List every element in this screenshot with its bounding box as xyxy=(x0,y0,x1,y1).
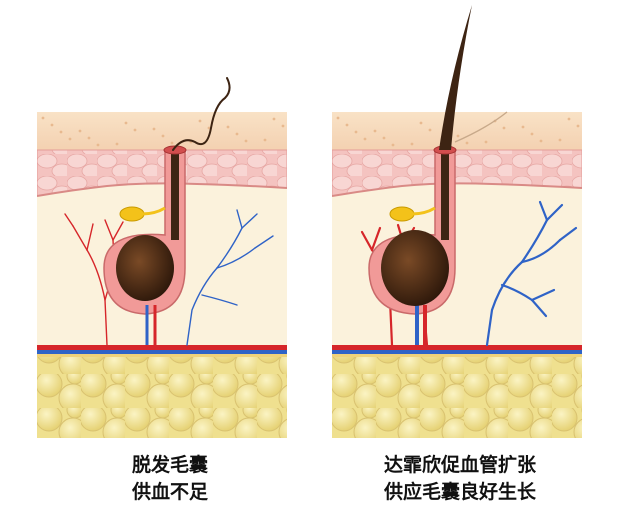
left-epidermis-dot xyxy=(272,117,276,121)
left-caption: 脱发毛囊 供血不足 xyxy=(70,452,270,506)
left-epidermis-dot xyxy=(115,142,119,146)
left-epidermis-dot xyxy=(59,130,63,134)
left-epidermis-dot xyxy=(41,116,45,120)
right-skin-section xyxy=(332,112,582,438)
left-fat-layer xyxy=(37,357,287,438)
left-capillary xyxy=(104,219,114,241)
right-epidermis-dot xyxy=(345,123,349,127)
left-vein-branch xyxy=(201,294,238,306)
right-epidermis-dot xyxy=(373,129,377,133)
left-thin-hair xyxy=(172,77,231,151)
right-epidermis-dot xyxy=(567,117,571,121)
right-epidermis-dot xyxy=(558,138,562,142)
left-epidermis-dot xyxy=(96,143,100,147)
right-vein-branch xyxy=(530,288,556,302)
right-caption: 达霏欣促血管扩张 供应毛囊良好生长 xyxy=(335,452,585,506)
right-sebaceous-gland xyxy=(389,206,415,222)
right-vein-branch xyxy=(538,200,549,222)
right-epidermis-dot xyxy=(456,134,460,138)
right-vein-branch xyxy=(558,226,578,242)
left-epidermis-dot xyxy=(124,121,128,125)
left-sebaceous-gland xyxy=(119,206,145,222)
left-epidermis xyxy=(37,112,287,152)
left-basement-line xyxy=(37,182,287,197)
left-caption-line1: 脱发毛囊 xyxy=(131,454,208,476)
right-capillary xyxy=(360,230,374,252)
right-epidermis-dot xyxy=(502,126,506,130)
left-epidermis-dot xyxy=(244,139,248,143)
left-hair-bulb xyxy=(116,235,174,301)
right-epidermis-dot xyxy=(391,143,395,147)
left-capillary xyxy=(86,223,94,251)
left-gland-duct xyxy=(141,206,166,216)
right-yellow-band xyxy=(332,354,582,357)
right-epidermis-dot xyxy=(484,140,488,144)
right-epidermis-dot xyxy=(354,130,358,134)
right-epidermis-dot xyxy=(465,141,469,145)
left-vein-branch xyxy=(241,213,258,229)
right-epidermis-dot xyxy=(576,124,580,128)
left-capillary xyxy=(72,225,88,251)
right-vein-branch xyxy=(530,298,548,318)
left-vein-branch xyxy=(216,247,256,269)
right-panel xyxy=(332,5,582,438)
left-epidermis-dot xyxy=(226,125,230,129)
left-epidermis-dot xyxy=(68,137,72,141)
right-epidermis-dot xyxy=(419,121,423,125)
left-panel xyxy=(37,77,287,438)
left-skin-section xyxy=(37,112,287,438)
right-vein-branch xyxy=(520,218,549,264)
right-vein-branch xyxy=(520,238,562,264)
left-epidermis-dot xyxy=(170,141,174,145)
right-epidermis-dot xyxy=(336,116,340,120)
right-epidermis-dot xyxy=(382,136,386,140)
right-capillary xyxy=(370,226,382,252)
left-hair-root xyxy=(171,150,179,240)
left-vein-band xyxy=(37,350,287,354)
right-hair-shadow xyxy=(454,111,508,143)
right-epidermis-dot xyxy=(428,128,432,132)
left-vein-branch xyxy=(236,209,243,229)
left-epidermis-dot xyxy=(263,138,267,142)
right-epidermis-dot xyxy=(410,142,414,146)
right-hair-shaft xyxy=(439,5,472,150)
left-epidermis-dot xyxy=(87,136,91,140)
left-epidermis-dot xyxy=(152,127,156,131)
left-capillary xyxy=(112,221,124,241)
left-vein-branch xyxy=(254,235,274,249)
right-caption-line1: 达霏欣促血管扩张 xyxy=(383,454,536,476)
left-epidermis-dot xyxy=(50,123,54,127)
left-capillary xyxy=(64,213,74,227)
left-vein-branch xyxy=(186,267,218,346)
left-epidermis-dot xyxy=(207,126,211,130)
left-vein-branch xyxy=(216,227,243,269)
right-fat-layer xyxy=(332,357,582,438)
left-epidermis-dot xyxy=(133,128,137,132)
right-epidermis-dot xyxy=(539,139,543,143)
right-artery-band xyxy=(332,345,582,350)
right-vein-branch xyxy=(545,203,564,222)
left-epidermis-dot xyxy=(235,132,239,136)
left-caption-line2: 供血不足 xyxy=(131,481,208,503)
left-artery-band xyxy=(37,345,287,350)
left-epidermis-dot xyxy=(198,119,202,123)
left-epidermis-dot xyxy=(161,134,165,138)
right-epidermis-dot xyxy=(363,137,367,141)
right-epidermis-dot xyxy=(521,125,525,129)
right-hair-root xyxy=(441,150,449,240)
right-vein-branch xyxy=(500,283,534,302)
right-vein-band xyxy=(332,350,582,354)
right-epidermis xyxy=(332,112,582,152)
left-epidermis-dot xyxy=(281,124,285,128)
right-hair-bulb xyxy=(381,230,449,306)
right-caption-line2: 供应毛囊良好生长 xyxy=(383,481,536,503)
right-gland-duct xyxy=(411,206,436,216)
left-epidermis-dot xyxy=(78,129,82,133)
left-yellow-band xyxy=(37,354,287,357)
right-epidermis-dot xyxy=(530,132,534,136)
